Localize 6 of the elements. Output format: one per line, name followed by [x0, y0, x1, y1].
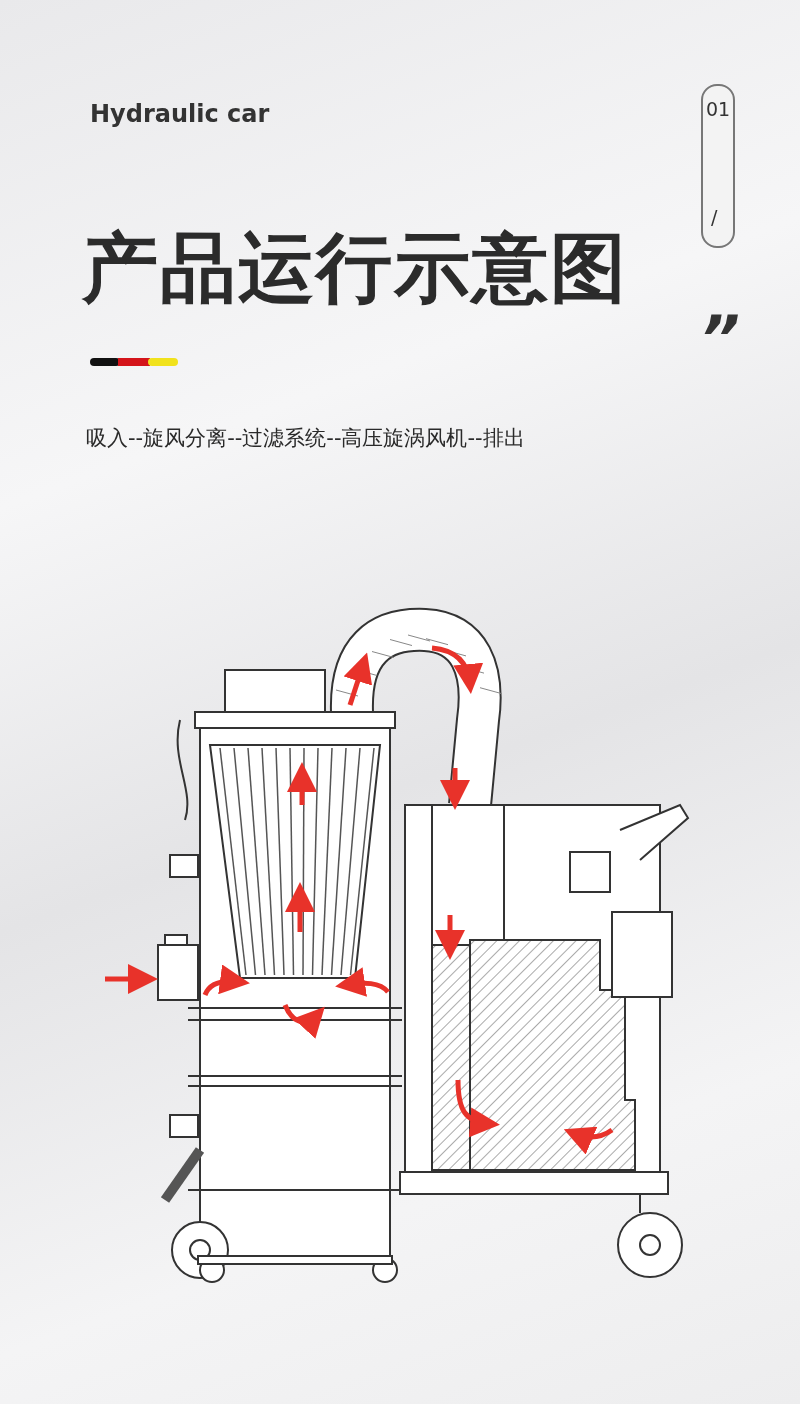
page-title: 产品运行示意图 — [82, 222, 628, 314]
quote-mark: ” — [700, 308, 740, 370]
page-divider: / — [711, 206, 718, 228]
page-number: 01 — [706, 98, 731, 120]
subtitle: Hydraulic car — [90, 100, 270, 128]
process-flow-text: 吸入--旋风分离--过滤系统--高压旋涡风机--排出 — [86, 425, 525, 452]
